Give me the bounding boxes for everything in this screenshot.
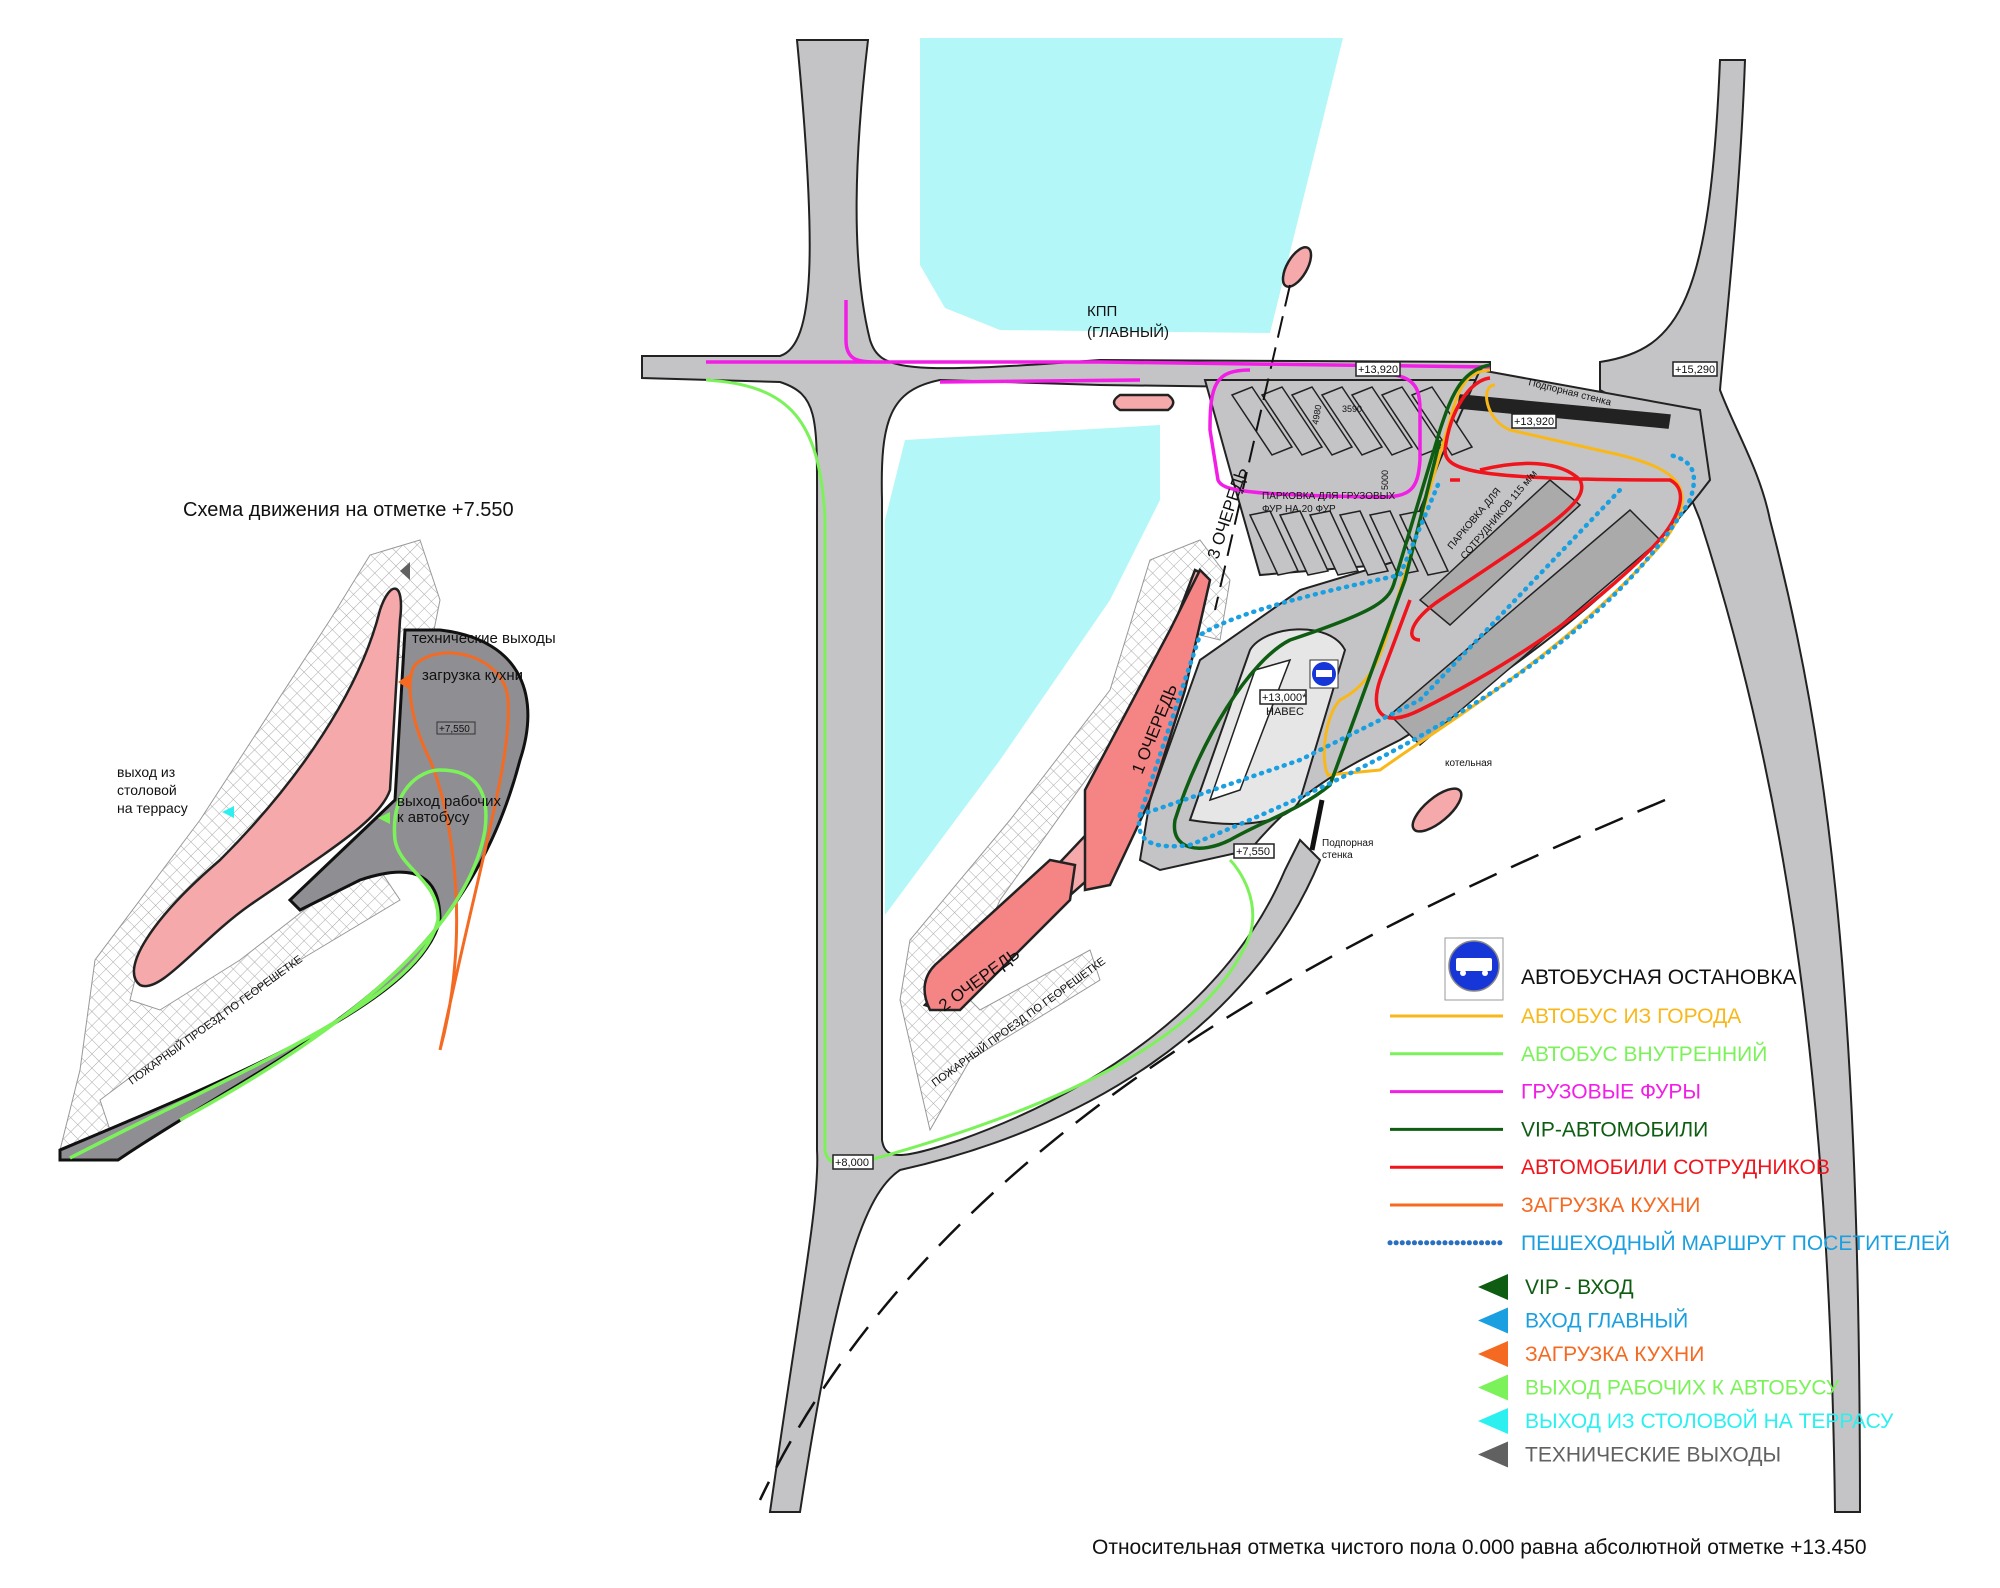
legend-arrow-icon [1478, 1307, 1508, 1334]
route-staff [1374, 376, 1682, 720]
inset-workers-arrow [378, 812, 390, 824]
level-8000: +8,000 [835, 1157, 869, 1169]
inset-canteen-arrow [222, 806, 234, 818]
legend-arrow-label: ВХОД ГЛАВНЫЙ [1525, 1309, 1688, 1333]
legend-arrow-icon [1478, 1441, 1508, 1468]
legend-line-label: VIP-АВТОМОБИЛИ [1521, 1118, 1708, 1141]
legend-arrow-icon [1478, 1341, 1508, 1367]
inset-label-tech-exits: технические выходы [412, 630, 556, 647]
legend-arrow-icon [1478, 1408, 1508, 1434]
legend-line-label: ГРУЗОВЫЕ ФУРЫ [1521, 1081, 1701, 1104]
level-labels: +13,920 +13,920 +15,290 +13,000* НАВЕС +… [832, 361, 1718, 1170]
legend-line-label: ПЕШЕХОДНЫЙ МАРШРУТ ПОСЕТИТЕЛЕЙ [1521, 1231, 1950, 1255]
inset-title: Схема движения на отметке +7.550 [183, 499, 514, 521]
legend-arrow-label: VIP - ВХОД [1525, 1276, 1634, 1299]
inset-canteen-line1: выход из [117, 764, 175, 780]
inset-tech-exit-arrow [400, 562, 410, 580]
water-north [920, 38, 1343, 333]
inset-route-workers [69, 768, 488, 1160]
inset-kitchen-arrow [398, 674, 410, 690]
truck-parking-label: ПАРКОВКА ДЛЯ ГРУЗОВЫХ [1262, 491, 1396, 502]
legend-arrow-icon [1478, 1374, 1508, 1401]
retaining-wall-label-2: стенка [1322, 850, 1353, 861]
inset-workers-line2: к автобусу [397, 809, 470, 826]
site-boundary [758, 798, 1666, 1501]
boiler-label: котельная [1445, 758, 1492, 769]
phase3-boundary [1214, 284, 1291, 611]
legend-line-label: АВТОБУС ВНУТРЕННИЙ [1521, 1042, 1767, 1066]
building-phase1 [1083, 567, 1212, 892]
footer-note: Относительная отметка чистого пола 0.000… [1092, 1536, 1867, 1559]
retaining-wall-bottom [1309, 799, 1325, 851]
legend-arrow-label: ЗАГРУЗКА КУХНИ [1525, 1343, 1704, 1366]
level-7550: +7,550 [1236, 846, 1270, 858]
bus-stop-icon [1444, 937, 1504, 1001]
truck-parking-label-2: ФУР НА 20 ФУР [1262, 504, 1336, 515]
legend-bus-stop: АВТОБУСНАЯ ОСТАНОВКА [1521, 966, 1797, 989]
route-pedestrian [1136, 452, 1697, 849]
kpp-label-2: (ГЛАВНЫЙ) [1087, 323, 1169, 341]
water-south [885, 425, 1160, 915]
kpp-label: КПП [1087, 303, 1117, 320]
route-bus-internal [705, 378, 1255, 1166]
inset-canteen-line2: столовой [117, 782, 177, 798]
truck-parking-stalls [1230, 386, 1474, 576]
level-13920-a: +13,920 [1358, 364, 1398, 376]
dim-3590: 3590 [1342, 404, 1362, 414]
inset-route-kitchen [408, 651, 510, 1051]
level-13000: +13,000* [1262, 692, 1307, 704]
kpp-building [1112, 393, 1175, 412]
dim-4980: 4980 [1310, 404, 1323, 425]
canopy-label: НАВЕС [1266, 706, 1304, 718]
north-building [1281, 246, 1313, 288]
inset-canteen-line3: на террасу [117, 800, 188, 816]
legend-line-label: АВТОБУС ИЗ ГОРОДА [1521, 1005, 1741, 1028]
route-trucks [706, 300, 1491, 499]
inset-building [132, 587, 403, 988]
legend-line-label: АВТОМОБИЛИ СОТРУДНИКОВ [1521, 1156, 1830, 1179]
legend-line-label: ЗАГРУЗКА КУХНИ [1521, 1194, 1700, 1217]
inset-level: +7,550 [439, 724, 470, 735]
level-15290: +15,290 [1675, 364, 1715, 376]
inset-label-kitchen: загрузка кухни [422, 667, 523, 684]
legend: АВТОБУСНАЯ ОСТАНОВКА АВТОБУС ИЗ ГОРОДА АВ… [1387, 937, 1950, 1468]
legend-arrow-label: ВЫХОД ИЗ СТОЛОВОЙ НА ТЕРРАСУ [1525, 1409, 1894, 1433]
road-east [1599, 59, 1862, 1513]
building-phase2 [923, 858, 1077, 1012]
inset-scheme: Схема движения на отметке +7.550 техниче… [58, 499, 556, 1162]
bus-stop-sign-plan [1309, 659, 1339, 689]
legend-arrow-label: ВЫХОД РАБОЧИХ К АВТОБУСУ [1525, 1377, 1840, 1400]
retaining-wall-label: Подпорная [1322, 838, 1373, 849]
legend-arrow-icon [1478, 1274, 1508, 1300]
legend-arrow-label: ТЕХНИЧЕСКИЕ ВЫХОДЫ [1525, 1444, 1781, 1467]
boiler-building [1411, 787, 1463, 833]
inset-workers-line1: выход рабочих [397, 793, 501, 810]
main-plan: +13,920 +13,920 +15,290 +13,000* НАВЕС +… [641, 38, 1862, 1513]
level-13920-b: +13,920 [1514, 416, 1554, 428]
dim-5000: 5000 [1380, 470, 1390, 490]
route-vip [1172, 363, 1491, 850]
